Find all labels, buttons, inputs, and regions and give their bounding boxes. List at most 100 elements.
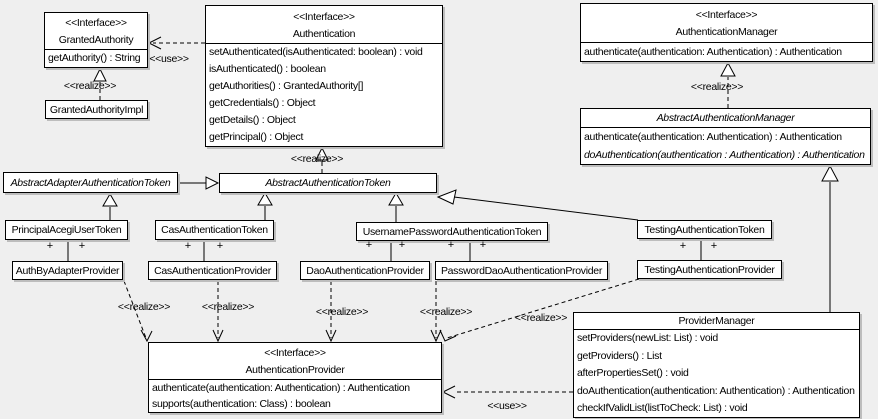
triangle-arrowheads: [93, 61, 839, 207]
class-provider-manager[interactable]: ProviderManager setProviders(newList: Li…: [573, 312, 860, 418]
triangle-up-icon: [388, 192, 404, 206]
stereotype-label: <<Interface>>: [264, 347, 326, 359]
class-granted-authority[interactable]: <<Interface>> GrantedAuthority getAuthor…: [44, 12, 148, 68]
class-header: <<Interface>> Authentication: [206, 6, 442, 43]
class-name: PasswordDaoAuthenticationProvider: [440, 264, 603, 277]
multiplicity-plus: +: [479, 239, 487, 251]
solid-edges: [67, 182, 831, 312]
class-testing-authentication-token[interactable]: TestingAuthenticationToken: [637, 220, 772, 239]
realize-label: <<realize>>: [201, 301, 255, 313]
multiplicity-plus: +: [710, 240, 718, 252]
multiplicity-plus: +: [184, 240, 192, 252]
method: authenticate(authentication: Authenticat…: [152, 382, 410, 394]
stereotype-label: <<Interface>>: [695, 9, 758, 21]
class-abstract-authentication-manager[interactable]: AbstractAuthenticationManager authentica…: [580, 108, 871, 165]
multiplicity-plus: +: [447, 239, 455, 251]
method: setProviders(newList: List) : void: [577, 332, 718, 344]
arrow-down-icon: [325, 329, 337, 343]
class-name: AuthenticationManager: [675, 26, 778, 38]
realize-label: <<realize>>: [290, 153, 344, 165]
method: checkIfValidList(listToCheck: List) : vo…: [577, 402, 748, 415]
class-name: GrantedAuthority: [58, 34, 134, 46]
realize-label: <<realize>>: [63, 80, 117, 92]
methods-compartment: authenticate(authentication: Authenticat…: [149, 379, 441, 412]
class-name: AbstractAuthenticationToken: [265, 177, 391, 189]
class-name: AbstractAdapterAuthenticationToken: [10, 176, 171, 189]
class-name: ProviderManager: [678, 315, 755, 327]
class-granted-authority-impl[interactable]: GrantedAuthorityImpl: [45, 100, 148, 119]
method: setAuthenticated(isAuthenticated: boolea…: [209, 46, 423, 58]
class-authentication-provider[interactable]: <<Interface>> AuthenticationProvider aut…: [148, 342, 442, 413]
multiplicity-plus: +: [679, 240, 687, 252]
class-principal-acegi-user-token[interactable]: PrincipalAcegiUserToken: [5, 220, 128, 240]
multiplicity-plus: +: [216, 240, 224, 252]
method: supports(authentication: Class) : boolea…: [152, 398, 331, 410]
open-arrowheads: [140, 36, 457, 399]
method: afterPropertiesSet() : void: [577, 367, 689, 380]
methods-compartment: getAuthority() : String: [45, 49, 147, 67]
multiplicity-plus: +: [365, 239, 373, 251]
method: doAuthentication(authentication: Authent…: [577, 384, 855, 397]
method: getCredentials() : Object: [209, 97, 316, 109]
realize-label: <<realize>>: [690, 81, 744, 93]
class-name: PrincipalAcegiUserToken: [11, 224, 122, 236]
class-username-password-authentication-token[interactable]: UsernamePasswordAuthenticationToken: [356, 222, 548, 241]
method: getDetails() : Object: [209, 114, 296, 126]
arrow-down-icon: [430, 329, 442, 343]
methods-compartment: authenticate(authentication: Authenticat…: [581, 127, 870, 164]
class-name: GrantedAuthorityImpl: [49, 103, 144, 116]
class-cas-authentication-provider[interactable]: CasAuthenticationProvider: [148, 261, 277, 280]
stereotype-label: <<Interface>>: [293, 10, 355, 23]
class-name: CasAuthenticationToken: [161, 224, 268, 236]
class-name: TestingAuthenticationProvider: [644, 263, 775, 276]
class-dao-authentication-provider[interactable]: DaoAuthenticationProvider: [300, 261, 430, 280]
triangle-right-icon: [205, 176, 220, 190]
multiplicity-plus: +: [46, 240, 54, 252]
class-authentication[interactable]: <<Interface>> Authentication setAuthenti…: [205, 5, 443, 147]
arrow-left-icon: [441, 385, 456, 399]
triangle-left-icon: [436, 189, 457, 205]
multiplicity-plus: +: [78, 240, 86, 252]
class-abstract-adapter-authentication-token[interactable]: AbstractAdapterAuthenticationToken: [3, 172, 178, 193]
class-header: ProviderManager: [574, 313, 859, 329]
class-testing-authentication-provider[interactable]: TestingAuthenticationProvider: [637, 260, 782, 279]
class-abstract-authentication-token[interactable]: AbstractAuthenticationToken: [219, 173, 437, 193]
class-password-dao-authentication-provider[interactable]: PasswordDaoAuthenticationProvider: [435, 261, 608, 280]
method: getProviders() : List: [577, 349, 662, 362]
class-cas-authentication-token[interactable]: CasAuthenticationToken: [155, 220, 274, 240]
method: getAuthorities() : GrantedAuthority[]: [209, 80, 364, 92]
class-name: UsernamePasswordAuthenticationToken: [362, 225, 542, 238]
methods-compartment: authenticate(authentication: Authenticat…: [581, 42, 872, 61]
method: getPrincipal() : Object: [209, 131, 304, 143]
class-name: AuthenticationProvider: [245, 364, 345, 376]
class-header: AbstractAuthenticationManager: [581, 109, 870, 127]
realize-label: <<realize>>: [419, 306, 473, 318]
method: isAuthenticated() : boolean: [209, 63, 326, 75]
class-header: <<Interface>> AuthenticationProvider: [149, 343, 441, 379]
realize-authbyadapter-provider: [123, 280, 147, 339]
arrow-left-icon: [147, 36, 162, 50]
class-header: <<Interface>> GrantedAuthority: [45, 13, 147, 49]
triangle-up-icon: [102, 193, 118, 207]
class-authentication-manager[interactable]: <<Interface>> AuthenticationManager auth…: [580, 3, 873, 62]
class-name: DaoAuthenticationProvider: [306, 264, 424, 277]
class-auth-by-adapter-provider[interactable]: AuthByAdapterProvider: [12, 261, 123, 280]
realize-label: <<realize>>: [117, 301, 171, 313]
arrow-down-icon: [140, 329, 153, 343]
class-name: AuthByAdapterProvider: [15, 264, 120, 277]
arrow-down-icon: [439, 329, 457, 342]
dashed-edges: [99, 42, 729, 393]
class-name: Authentication: [292, 27, 356, 40]
triangle-up-icon: [257, 192, 273, 206]
arrow-down-icon: [212, 329, 224, 343]
multiplicity-plus: +: [398, 239, 406, 251]
triangle-up-icon: [315, 146, 329, 161]
method-abstract: doAuthentication(authentication : Authen…: [584, 149, 865, 161]
realize-label: <<realize>>: [315, 306, 369, 318]
edge-testing-token-to-abstract-token: [453, 196, 639, 221]
triangle-up-icon: [720, 61, 736, 77]
class-name: CasAuthenticationProvider: [154, 264, 271, 277]
use-label: <<use>>: [487, 400, 527, 412]
